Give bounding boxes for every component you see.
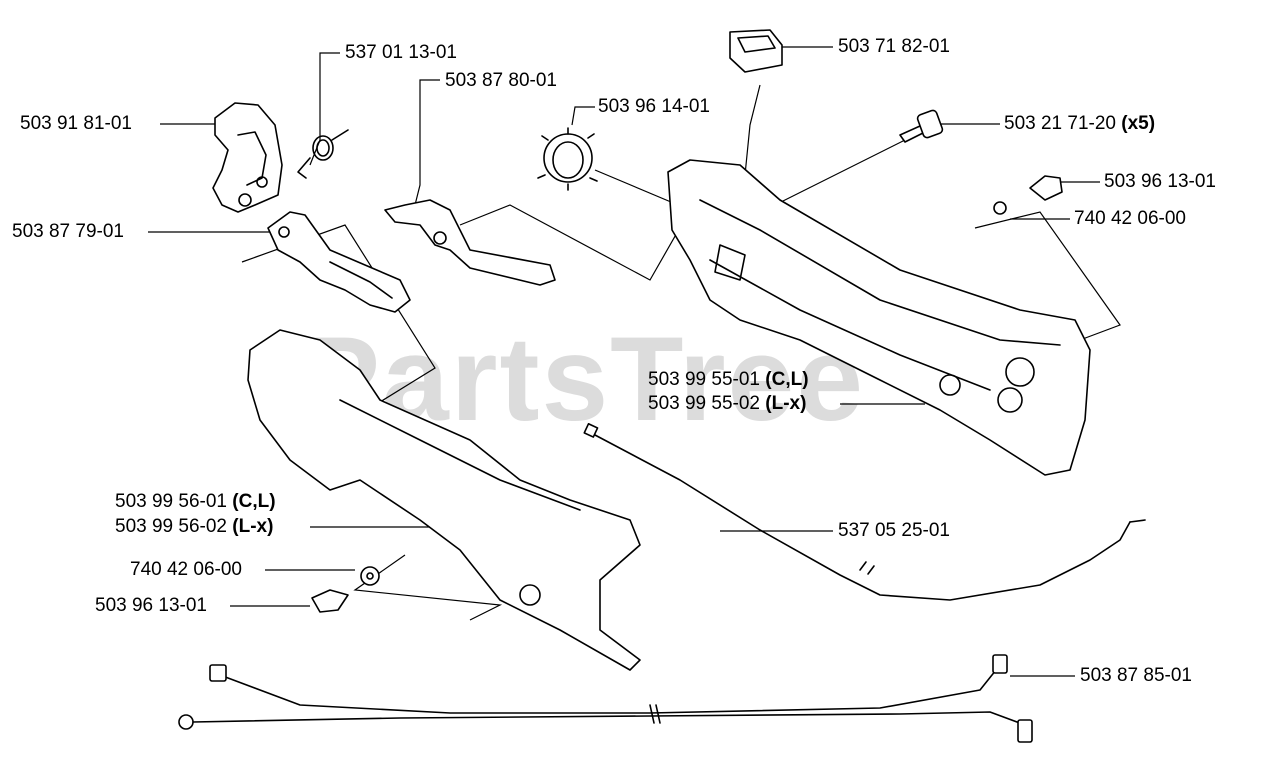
label-740-42-06-00-right: 740 42 06-00: [1074, 208, 1186, 229]
part-switch: [729, 29, 783, 73]
label-503-87-85-01: 503 87 85-01: [1080, 665, 1192, 686]
label-503-87-79-01: 503 87 79-01: [12, 221, 124, 242]
label-503-91-81-01: 503 91 81-01: [20, 113, 132, 134]
label-503-99-56-01: 503 99 56-01 (C,L): [115, 491, 276, 512]
label-503-21-71-20: 503 21 71-20 (x5): [1004, 113, 1156, 134]
label-537-01-13-01: 537 01 13-01: [345, 42, 457, 63]
label-503-71-82-01: 503 71 82-01: [838, 36, 950, 57]
part-trigger: [267, 211, 411, 313]
part-throttle-cable: [583, 422, 1146, 601]
label-503-99-56-02: 503 99 56-02 (L-x): [115, 516, 274, 537]
part-wire-harness: [178, 654, 1033, 743]
part-screw-top: [899, 109, 944, 143]
part-screw-left: [311, 566, 380, 613]
part-handle-housing: [667, 159, 1091, 476]
label-503-87-80-01: 503 87 80-01: [445, 70, 557, 91]
label-740-42-06-00-left: 740 42 06-00: [130, 559, 242, 580]
part-screw-right: [993, 175, 1063, 215]
label-503-96-14-01: 503 96 14-01: [598, 96, 710, 117]
part-grommet: [537, 127, 598, 191]
part-lever: [384, 199, 556, 286]
label-503-99-55-01: 503 99 55-01 (C,L): [648, 369, 809, 390]
label-503-99-55-02: 503 99 55-02 (L-x): [648, 393, 807, 414]
label-537-05-25-01: 537 05 25-01: [838, 520, 950, 541]
part-spring: [297, 129, 349, 179]
label-503-96-13-01-left: 503 96 13-01: [95, 595, 207, 616]
part-handle-cover: [247, 329, 641, 671]
label-503-96-13-01-right: 503 96 13-01: [1104, 171, 1216, 192]
part-bracket: [212, 102, 283, 213]
